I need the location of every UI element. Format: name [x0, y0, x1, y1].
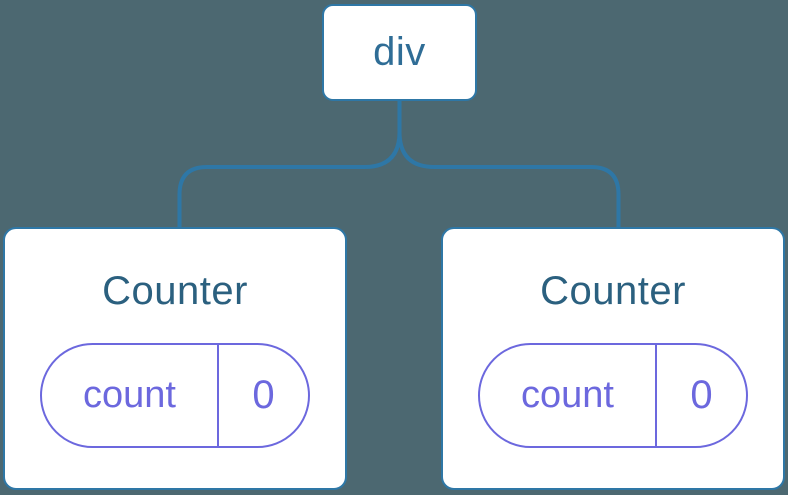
state-key-label: count — [521, 374, 614, 416]
counter-card-title: Counter — [540, 269, 686, 313]
state-value: 0 — [690, 373, 713, 417]
state-pill: count 0 — [40, 343, 310, 448]
state-pill: count 0 — [478, 343, 748, 448]
connector-left-branch — [177, 101, 402, 228]
counter-card-left: Counter count 0 — [3, 227, 347, 490]
counter-card-title: Counter — [102, 269, 248, 313]
state-value: 0 — [252, 373, 275, 417]
state-pill-divider — [655, 345, 657, 446]
state-pill-divider — [217, 345, 219, 446]
root-node-div: div — [322, 4, 477, 101]
root-node-label: div — [373, 30, 426, 74]
state-key-label: count — [83, 374, 176, 416]
counter-card-right: Counter count 0 — [441, 227, 785, 490]
connector-right-branch — [397, 101, 621, 228]
